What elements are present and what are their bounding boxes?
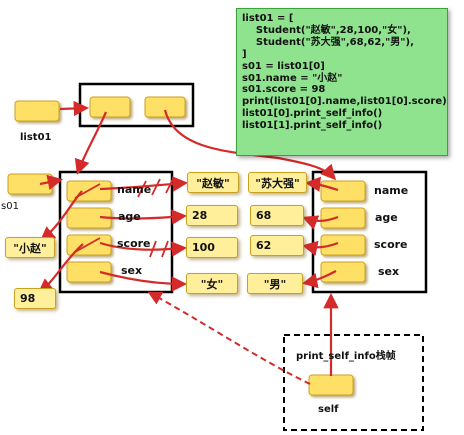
obj2-age-cell: [320, 207, 366, 229]
value-male: "男": [247, 273, 303, 294]
obj1-attr-score: score: [117, 237, 151, 250]
value-xiaozhao: "小赵": [5, 237, 55, 258]
value-female: "女": [186, 273, 238, 294]
strike-score-1: [149, 240, 157, 258]
code-line: s01.score = 98: [242, 84, 326, 96]
arrow-list01-to-list: [59, 100, 90, 117]
obj2-attr-score: score: [374, 238, 408, 251]
strike-obj1-score-cell: [74, 237, 101, 253]
strike-name-2: [151, 178, 161, 196]
arrow-obj1-name-to-zhaomin: [99, 176, 189, 192]
code-line: s01 = list01[0]: [242, 60, 325, 72]
self-variable-cell: [308, 374, 354, 396]
obj1-attr-sex: sex: [121, 264, 143, 277]
value-98: 98: [14, 288, 56, 309]
arrow-obj1-age-to-28: [99, 209, 188, 225]
stack-frame-title: print_self_info栈帧: [296, 351, 396, 362]
arrow-obj2-age-to-68: [302, 215, 339, 230]
student-object-1: [58, 170, 174, 294]
arrow-self-to-obj1-dashed: [147, 291, 311, 385]
student-object-2: [311, 170, 428, 294]
arrow-item0-to-obj1: [74, 111, 108, 175]
value-62: 62: [250, 235, 304, 256]
arrow-item1-to-obj2: [163, 109, 337, 181]
value-68: 68: [250, 205, 304, 226]
value-zhaomin: "赵敏": [187, 172, 239, 193]
obj2-attr-sex: sex: [378, 265, 400, 278]
arrow-s01-to-obj1: [39, 174, 64, 190]
list-item-0-cell: [89, 96, 131, 118]
code-line: list01[1].print_self_info(): [242, 120, 383, 132]
arrow-obj2-score-to-62: [301, 240, 339, 256]
obj2-name-cell: [320, 180, 366, 202]
stack-frame-box: [283, 334, 424, 431]
strike-name-3: [165, 176, 175, 194]
code-line: s01.name = "小赵": [242, 72, 343, 84]
arrow-obj1-score-to-100: [99, 241, 188, 257]
code-line: print(list01[0].name,list01[0].score): [242, 96, 447, 108]
obj2-score-cell: [320, 234, 366, 256]
code-panel: list01 = [ Student("赵敏",28,100,"女"), Stu…: [236, 8, 448, 156]
list01-variable-cell: [14, 100, 60, 122]
strike-obj1-name-cell: [74, 183, 101, 199]
obj2-attr-age: age: [375, 211, 398, 224]
value-100: 100: [186, 237, 238, 258]
obj1-attr-name: name: [117, 183, 152, 196]
arrow-obj2-name-to-sudaqiang: [304, 176, 339, 192]
code-line: ]: [242, 48, 247, 60]
code-line: list01[0].print_self_info(): [242, 108, 383, 120]
strike-score-2: [161, 240, 169, 258]
self-label: self: [318, 404, 339, 415]
obj1-sex-cell: [66, 261, 112, 283]
s01-label: s01: [1, 201, 19, 212]
code-line: list01 = [: [242, 13, 294, 24]
obj2-attr-name: name: [374, 184, 409, 197]
list01-label: list01: [20, 132, 52, 143]
code-line: Student("苏大强",68,62,"男"),: [242, 36, 414, 48]
value-sudaqiang: "苏大强": [248, 172, 307, 193]
strike-name-1: [137, 180, 147, 198]
arrow-obj1-sex-to-female: [99, 270, 188, 292]
list-item-1-cell: [144, 96, 186, 118]
code-line: Student("赵敏",28,100,"女"),: [242, 24, 411, 36]
value-28: 28: [186, 205, 238, 226]
obj1-attr-age: age: [118, 210, 141, 223]
arrow-obj2-sex-to-male: [301, 270, 337, 289]
obj2-sex-cell: [320, 261, 366, 283]
